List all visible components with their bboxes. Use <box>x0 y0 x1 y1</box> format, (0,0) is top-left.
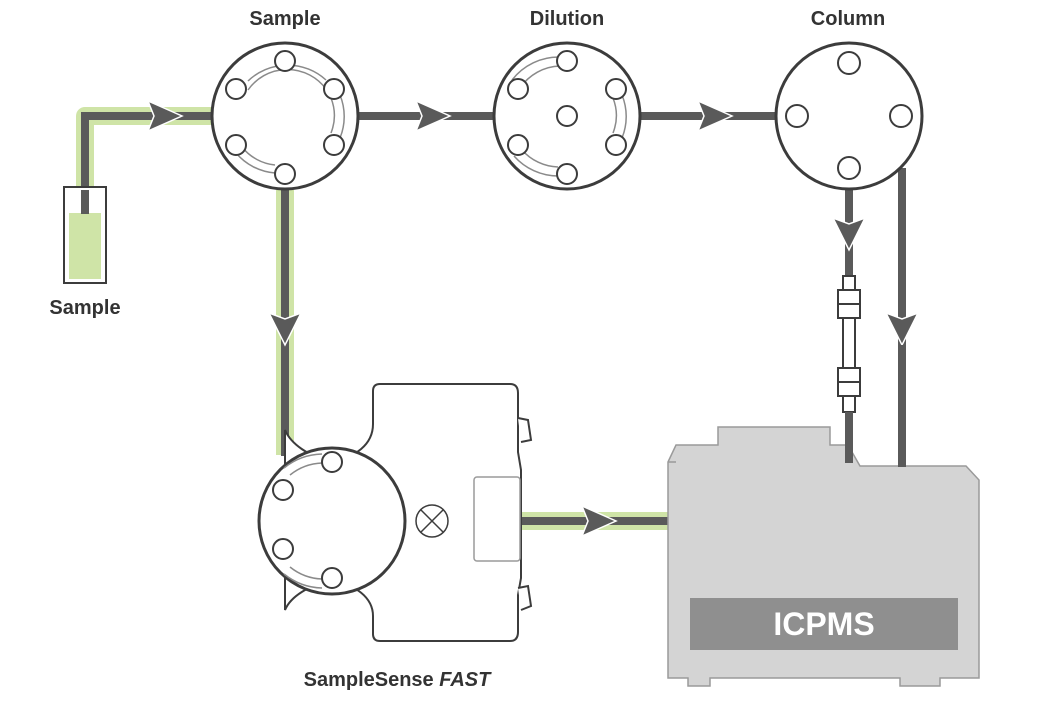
sample-valve <box>210 41 360 191</box>
valve-port <box>605 78 627 100</box>
valve-port <box>556 50 578 72</box>
valve-port <box>556 105 578 127</box>
arrow-right-icon <box>696 99 734 133</box>
valve-port <box>272 479 294 501</box>
sample-valve-label: Sample <box>249 8 320 30</box>
valve-groove <box>289 462 323 476</box>
valve-port <box>837 156 861 180</box>
fitting <box>842 275 856 291</box>
valve-port <box>274 50 296 72</box>
valve-port <box>507 78 529 100</box>
valve-port <box>556 163 578 185</box>
valve-port <box>272 538 294 560</box>
valve-groove <box>621 94 627 139</box>
samplesense-panel <box>473 476 521 562</box>
valve-port <box>225 78 247 100</box>
valve-port <box>837 51 861 75</box>
sample-vial-label: Sample <box>49 297 120 319</box>
valve-groove <box>283 573 323 589</box>
valve-body <box>774 41 924 191</box>
column-valve-label: Column <box>811 8 885 30</box>
valve-port <box>321 567 343 589</box>
column-cartridge <box>837 275 861 413</box>
valve-groove <box>513 155 559 177</box>
valve-port <box>323 134 345 156</box>
valve-port <box>225 134 247 156</box>
valve-port <box>605 134 627 156</box>
icpms-label: ICPMS <box>773 606 874 642</box>
arrow-right-icon <box>580 504 618 538</box>
vial-liquid <box>69 213 101 279</box>
samplesense-tab <box>517 417 533 443</box>
samplesense-label: SampleSense FAST <box>304 669 493 691</box>
valve-port <box>274 163 296 185</box>
samplesense-tab <box>517 584 533 611</box>
dilution-valve <box>492 41 642 191</box>
sample-vial <box>63 186 107 284</box>
dilution-valve-label: Dilution <box>530 8 604 30</box>
samplesense-valve <box>257 446 407 596</box>
valve-port <box>323 78 345 100</box>
valve-port <box>785 104 809 128</box>
samplesense-name: SampleSense <box>304 669 434 691</box>
arrow-right-icon <box>414 99 452 133</box>
valve-groove <box>330 97 335 134</box>
column-valve <box>774 41 924 191</box>
valve-groove <box>612 97 617 134</box>
samplesense-suffix: FAST <box>439 669 492 691</box>
arrow-down-icon <box>831 216 867 252</box>
valve-groove <box>339 94 345 139</box>
arrow-right-icon <box>146 99 184 133</box>
valve-port <box>889 104 913 128</box>
valve-groove <box>235 152 276 174</box>
valve-groove <box>283 453 323 469</box>
arrow-down-icon <box>884 311 920 347</box>
arrow-down-icon <box>267 311 303 347</box>
tubing-overlay <box>845 345 906 467</box>
valve-groove <box>511 56 561 81</box>
icpms-nameplate <box>690 598 958 650</box>
column-body <box>842 317 856 369</box>
samplesense-fast-unit <box>257 383 533 642</box>
valve-groove <box>289 566 323 580</box>
valve-port <box>321 451 343 473</box>
valve-port <box>507 134 529 156</box>
flow-arrows <box>146 99 920 538</box>
fitting <box>842 395 856 413</box>
icpms-instrument: ICPMS <box>667 426 980 687</box>
rotor-icon <box>415 504 449 538</box>
